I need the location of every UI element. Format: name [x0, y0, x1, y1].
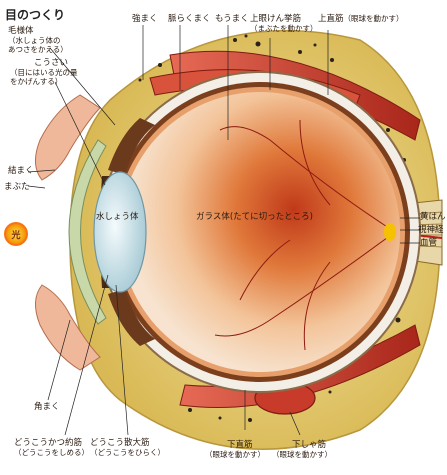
leader-lines	[27, 25, 420, 436]
label-retina: もうまく	[215, 14, 249, 24]
light-icon: 光	[4, 222, 28, 246]
label-dilator: どうこう散大筋 （どうこうをひらく）	[90, 438, 165, 457]
label-conjunctiva: 結まく	[8, 166, 34, 176]
label-iris: こうさい （目にはいる光の量 をかげんする）	[10, 58, 78, 86]
ciliary-body	[108, 118, 155, 175]
cornea	[68, 139, 107, 325]
label-inferior-rectus: 下直筋 （眼球を動かす）	[205, 440, 265, 459]
label-superior-rectus: 上直筋（眼球を動かす）	[318, 14, 404, 24]
label-inferior-oblique: 下しゃ筋 （眼球を動かす）	[272, 440, 332, 459]
label-lens: 水しょう体	[96, 212, 139, 222]
label-macula: 黄はん	[420, 212, 446, 222]
label-sphincter: どうこうかつ約筋 （どうこうをしめる）	[14, 438, 89, 457]
label-choroid: 脈らくまく	[168, 14, 211, 24]
lens	[93, 171, 147, 293]
label-cornea: 角まく	[34, 402, 60, 412]
label-sclera: 強まく	[132, 14, 158, 24]
vitreous-body	[120, 92, 400, 372]
label-vessel: 血管	[420, 238, 438, 248]
ciliary-body-lower	[108, 289, 155, 346]
label-eyelid: まぶた	[4, 182, 30, 192]
label-ciliary: 毛様体 （水しょう体の あつさをかえる）	[8, 26, 68, 54]
label-levator: 上眼けん挙筋 （まぶたを動かす）	[250, 14, 318, 33]
page-title: 目のつくり	[5, 8, 66, 22]
label-vitreous: ガラス体(たてに切ったところ)	[196, 212, 313, 222]
macula	[384, 223, 396, 241]
label-optic-nerve: 視神経	[418, 225, 444, 235]
retinal-vessels	[214, 119, 396, 351]
upper-eyelid	[35, 94, 101, 181]
